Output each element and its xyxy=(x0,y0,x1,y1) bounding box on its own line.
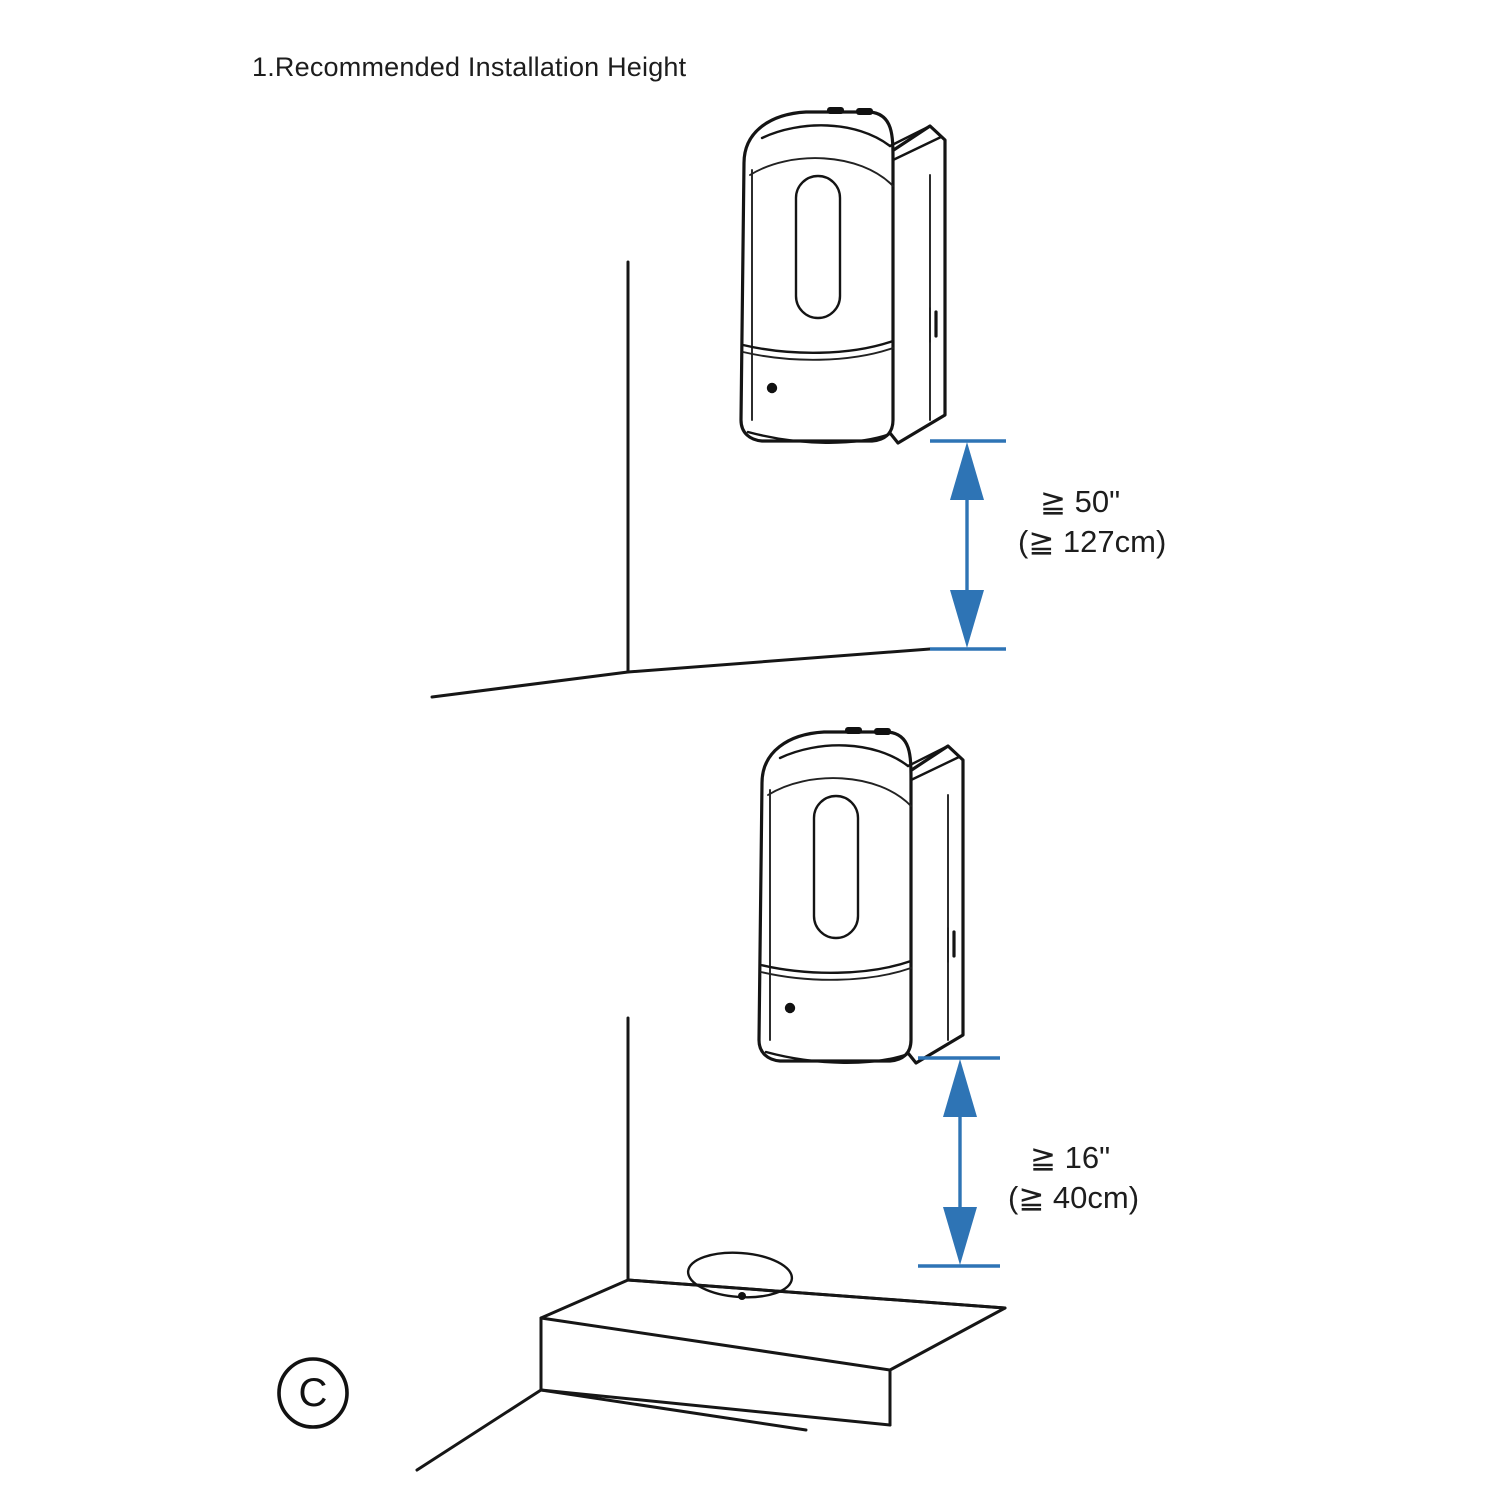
dispenser-front-shoulder-line xyxy=(749,157,894,187)
floor-line-right-lower xyxy=(539,1388,808,1432)
sensor-dot-icon xyxy=(766,382,778,394)
dispenser-cover-seam-shadow xyxy=(742,347,894,361)
dim-arrowhead-down-lower xyxy=(943,1207,977,1265)
sensor-dot-icon-lower xyxy=(784,1002,796,1014)
dimension-label-upper-cm: (≧ 127cm) xyxy=(1018,524,1167,559)
dimension-label-lower: ≧ 16" (≧ 40cm) xyxy=(1008,1138,1139,1218)
floor-line-left-lower xyxy=(415,1388,543,1472)
dimension-lower xyxy=(918,1056,1000,1268)
dispenser-front-shoulder-line-lower xyxy=(767,777,912,807)
dispenser-upper xyxy=(739,107,947,445)
scene-lower-counter xyxy=(415,1016,1007,1472)
page-marker-circle-icon xyxy=(277,1357,349,1429)
floor-line-left xyxy=(430,670,630,699)
dispenser-cover-seam-lower xyxy=(759,959,913,975)
counter-front-bottom-edge xyxy=(539,1388,892,1427)
dispenser-top-right-facet xyxy=(888,124,932,148)
dimension-label-lower-inches: ≧ 16" xyxy=(1030,1140,1111,1175)
dispenser-side-panel xyxy=(884,124,947,445)
dispenser-cover-seam xyxy=(741,339,895,355)
dim-arrowhead-up-upper xyxy=(950,442,984,500)
dimension-label-upper: ≧ 50" (≧ 127cm) xyxy=(1018,482,1166,562)
dispenser-side-panel-lower xyxy=(902,744,965,1065)
vent-slot-left-icon-lower xyxy=(845,727,862,734)
dispenser-top-cap-edge xyxy=(760,124,892,148)
dimension-label-upper-inches: ≧ 50" xyxy=(1040,484,1121,519)
dispenser-front-window-lower xyxy=(812,794,860,940)
dispenser-bottom-lip-lower xyxy=(764,1050,910,1064)
dispenser-top-right-corner-fold-lower xyxy=(909,755,961,782)
dimension-upper xyxy=(930,439,1006,651)
dispenser-top-cap-edge-lower xyxy=(778,744,910,768)
sink-drain-dot-icon xyxy=(738,1292,746,1300)
dispenser-top-right-corner-fold xyxy=(891,135,943,162)
dispenser-top-right-facet-lower xyxy=(906,744,950,768)
dispenser-front-body-lower xyxy=(757,730,913,1063)
dispenser-front-body xyxy=(739,110,895,443)
dimension-label-lower-cm: (≧ 40cm) xyxy=(1008,1180,1140,1215)
vent-slot-left-icon xyxy=(827,107,844,114)
vent-slot-right-icon xyxy=(856,108,873,115)
dispenser-front-window xyxy=(794,174,842,320)
floor-line-right xyxy=(626,647,932,674)
counter-back-edge xyxy=(626,1278,1007,1310)
dim-arrowhead-up-lower xyxy=(943,1059,977,1117)
dispenser-bottom-lip xyxy=(746,430,892,444)
page-title: 1.Recommended Installation Height xyxy=(252,52,687,82)
dim-arrowhead-down-upper xyxy=(950,590,984,648)
vent-slot-right-icon-lower xyxy=(874,728,891,735)
dispenser-lower xyxy=(757,727,965,1065)
scene-upper-room-corner xyxy=(430,260,932,699)
page-marker-letter: C xyxy=(298,1370,328,1415)
dispenser-cover-seam-shadow-lower xyxy=(760,967,912,981)
